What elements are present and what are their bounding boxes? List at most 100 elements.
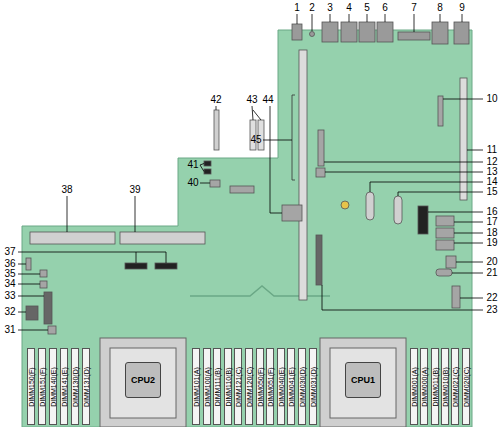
cpu-chip: CPU1 <box>345 362 381 398</box>
dimm-slot: DIMM051(F) <box>266 348 274 425</box>
board-components-part <box>366 192 374 220</box>
rear-ports-part <box>292 24 302 40</box>
callout-number: 39 <box>129 185 140 195</box>
callout-number: 11 <box>487 145 497 155</box>
callout-number: 18 <box>486 228 497 238</box>
leader-lines-part <box>18 264 26 265</box>
circuit-board-part <box>22 30 472 427</box>
dimm-slot: DIMM131(D) <box>82 348 90 425</box>
dimm-slot: DIMM121(C) <box>234 348 242 425</box>
leader-lines-part <box>297 14 298 24</box>
dimm-label: DIMM121(C) <box>235 366 242 406</box>
cpu-socket <box>100 338 406 427</box>
leader-lines-part <box>18 284 40 285</box>
cpu-socket-part <box>100 338 186 427</box>
leader-lines-part <box>349 14 350 22</box>
callout-number: 5 <box>364 3 370 13</box>
callout-number: 45 <box>250 135 261 145</box>
leader-lines-part <box>252 106 253 120</box>
board-components-part <box>155 263 177 269</box>
board-components-part <box>120 232 205 244</box>
callout-number: 44 <box>262 95 273 105</box>
leader-lines-part <box>370 182 483 192</box>
callout-number: 19 <box>486 238 497 248</box>
board-components-part <box>40 270 47 277</box>
board-components-part <box>446 256 456 268</box>
leader-lines-part <box>324 162 483 163</box>
leader-lines-part <box>467 150 483 151</box>
board-components-part <box>316 235 322 285</box>
dimm-label: DIMM140(E) <box>50 367 57 407</box>
leader-lines-part <box>452 273 483 274</box>
dimm-slot: DIMM030(D) <box>298 348 306 425</box>
board-components-part <box>418 206 428 234</box>
dimm-slot: DIMM111(B) <box>213 348 221 425</box>
leader-lines-part <box>398 192 483 196</box>
board-components-part <box>204 161 211 166</box>
leader-lines-part <box>253 110 261 120</box>
callout-number: 40 <box>187 178 198 188</box>
callout-number: 17 <box>486 217 497 227</box>
board-components-part <box>394 196 402 224</box>
leader-lines-part <box>135 196 136 232</box>
callout-number: 12 <box>486 157 497 167</box>
callout-number: 14 <box>486 177 497 187</box>
rear-ports-part <box>454 22 469 44</box>
dimm-label: DIMM120(C) <box>246 366 253 406</box>
callout-number: 20 <box>486 257 497 267</box>
dimm-slot: DIMM021(C) <box>451 348 459 425</box>
callout-number: 3 <box>327 3 333 13</box>
dimm-slot: DIMM110(B) <box>224 348 232 425</box>
leader-lines-part <box>456 262 483 263</box>
callout-number: 31 <box>4 325 15 335</box>
dimm-slot: DIMM040(E) <box>277 348 285 425</box>
dimm-slot: DIMM031(D) <box>309 348 317 425</box>
dimm-slot: DIMM050(F) <box>256 348 264 425</box>
cpu-socket-part <box>330 348 396 418</box>
leader-lines-part <box>200 165 204 172</box>
board-components-part <box>436 269 452 276</box>
callout-number: 9 <box>459 3 465 13</box>
dimm-slot: DIMM151(F) <box>38 348 46 425</box>
board-components-part <box>316 168 325 177</box>
board-components-part <box>30 232 115 244</box>
rear-ports-part <box>359 22 375 42</box>
callout-number: 33 <box>4 291 15 301</box>
dimm-label: DIMM010(B) <box>441 367 448 407</box>
circuit-board <box>22 30 472 427</box>
board-components-part <box>40 281 47 288</box>
board-components-part <box>48 326 56 334</box>
leader-lines-part <box>454 222 483 223</box>
callout-number: 7 <box>411 3 417 13</box>
dimm-label: DIMM101(A) <box>193 367 200 407</box>
dimm-label: DIMM111(B) <box>214 367 221 406</box>
dimm-label: DIMM150(F) <box>28 367 35 406</box>
board-components-part <box>125 263 147 269</box>
rear-ports-part <box>377 22 393 42</box>
board-components-part <box>438 96 443 126</box>
callout-number: 35 <box>4 269 15 279</box>
dimm-slot: DIMM010(B) <box>441 348 449 425</box>
dimm-slot: DIMM130(D) <box>71 348 79 425</box>
dimm-label: DIMM000(A) <box>421 367 428 407</box>
leader-lines-part <box>136 252 137 263</box>
rear-ports-part <box>341 22 357 42</box>
board-components-part <box>292 95 295 180</box>
board-components-part <box>436 228 454 238</box>
dimm-slot: DIMM100(A) <box>203 348 211 425</box>
dimm-label: DIMM151(F) <box>39 367 46 406</box>
leader-lines-part <box>263 140 292 141</box>
callout-number: 16 <box>486 207 497 217</box>
cpu-socket-part <box>320 338 406 427</box>
callout-number: 38 <box>61 185 72 195</box>
callout-number: 8 <box>437 3 443 13</box>
callout-number: 15 <box>486 187 497 197</box>
dimm-label: DIMM051(F) <box>267 367 274 406</box>
board-components-part <box>26 258 31 270</box>
dimm-slot: DIMM140(E) <box>49 348 57 425</box>
leader-lines-part <box>312 14 313 31</box>
board-components-part <box>44 292 52 324</box>
leader-lines-part <box>454 233 483 234</box>
leader-lines-part <box>67 196 68 232</box>
callout-number: 10 <box>486 94 497 104</box>
